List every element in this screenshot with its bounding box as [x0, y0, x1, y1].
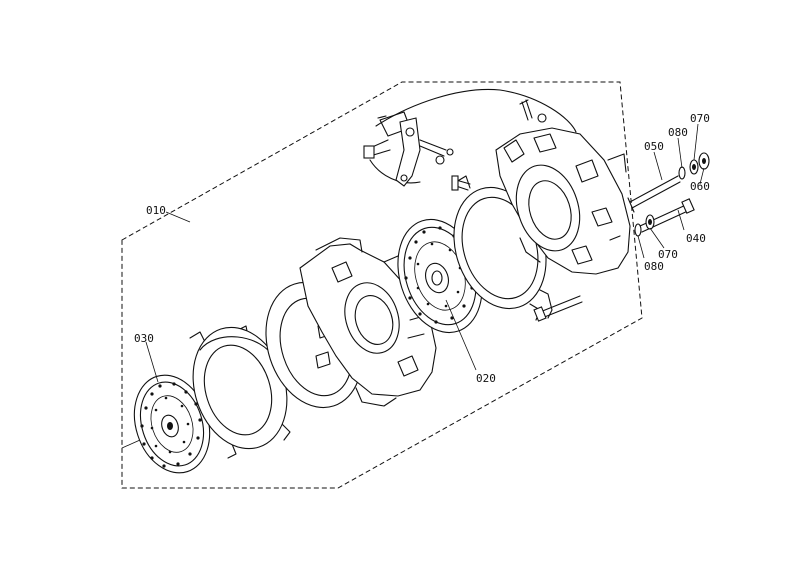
- cover-bolt[interactable]: [533, 295, 583, 322]
- release-lever-detail[interactable]: [363, 88, 577, 191]
- pressure-plate[interactable]: [178, 315, 302, 461]
- part-label-050[interactable]: 050: [644, 140, 664, 153]
- pin[interactable]: [519, 99, 547, 123]
- clutch-disc-front[interactable]: [121, 365, 222, 482]
- part-label-010[interactable]: 010: [146, 204, 166, 217]
- nut-070-lower[interactable]: [645, 214, 655, 230]
- part-label-020[interactable]: 020: [476, 372, 496, 385]
- part-label-080-upper[interactable]: 080: [668, 126, 688, 139]
- part-label-070-upper[interactable]: 070: [690, 112, 710, 125]
- leader-lines: [145, 123, 705, 383]
- clutch-cover[interactable]: [495, 127, 631, 275]
- nut-060[interactable]: [698, 152, 710, 170]
- washer-080-upper[interactable]: [678, 166, 686, 180]
- part-label-070-lower[interactable]: 070: [658, 248, 678, 261]
- part-label-080-lower[interactable]: 080: [644, 260, 664, 273]
- part-label-040[interactable]: 040: [686, 232, 706, 245]
- part-label-030[interactable]: 030: [134, 332, 154, 345]
- assembly-boundary: [121, 81, 643, 489]
- nut-070-upper[interactable]: [689, 159, 699, 175]
- part-label-060[interactable]: 060: [690, 180, 710, 193]
- washer-080-lower[interactable]: [634, 223, 642, 237]
- bolt-050[interactable]: [627, 175, 681, 213]
